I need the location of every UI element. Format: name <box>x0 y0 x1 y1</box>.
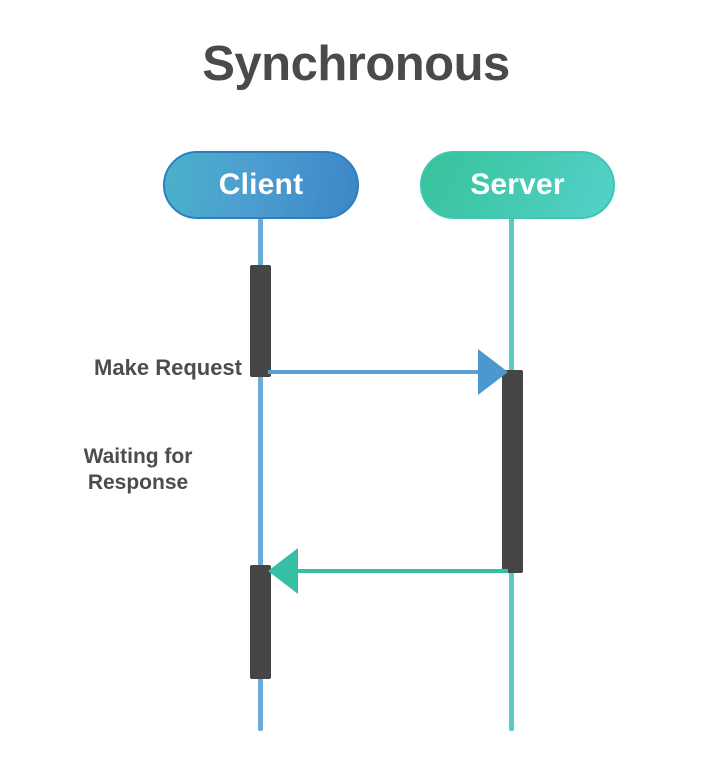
participant-server-label: Server <box>470 168 565 201</box>
request-arrow-head <box>478 349 508 395</box>
lifeline-client <box>258 215 263 731</box>
page-title: Synchronous <box>202 37 510 91</box>
participant-server[interactable]: Server <box>420 151 615 219</box>
message-arrow-response <box>268 548 508 594</box>
response-arrow-head <box>268 548 298 594</box>
message-label-waiting-for-response: Waiting for Response <box>83 445 193 494</box>
message-label-make-request: Make Request <box>94 355 242 380</box>
activation-bar-client-second <box>250 565 271 679</box>
participant-client-label: Client <box>218 168 304 201</box>
activation-bar-server <box>502 370 523 573</box>
message-arrow-request <box>268 349 508 395</box>
activation-bar-client-first <box>250 265 271 377</box>
participant-client[interactable]: Client <box>163 151 359 219</box>
